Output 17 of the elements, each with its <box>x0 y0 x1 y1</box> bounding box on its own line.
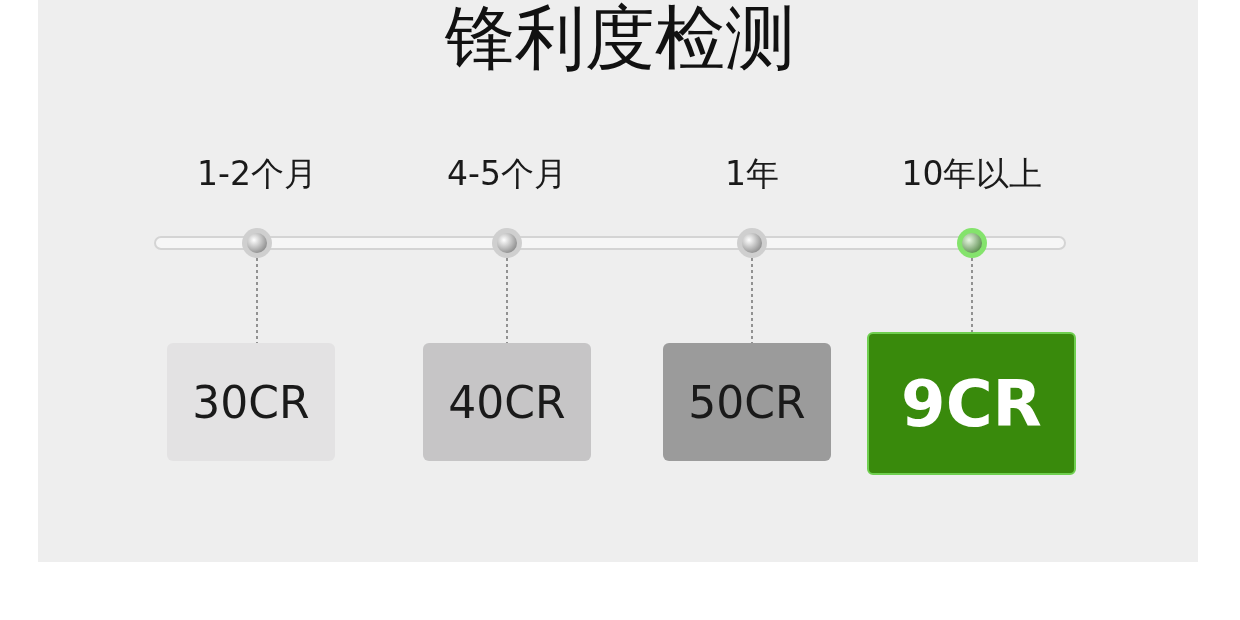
leader-line <box>256 257 258 344</box>
time-label: 1年 <box>725 154 779 194</box>
timeline-dot <box>242 228 272 258</box>
leader-line <box>751 257 753 344</box>
leader-line <box>506 257 508 344</box>
grade-box: 9CR <box>867 332 1076 475</box>
timeline-dot <box>957 228 987 258</box>
title: 锋利度检测 <box>444 0 796 80</box>
time-label: 10年以上 <box>901 154 1043 194</box>
grade-box: 40CR <box>423 343 591 461</box>
grade-box: 30CR <box>167 343 335 461</box>
timeline-dot <box>492 228 522 258</box>
time-label: 1-2个月 <box>197 154 317 194</box>
time-label: 4-5个月 <box>447 154 567 194</box>
leader-line <box>971 257 973 333</box>
grade-box: 50CR <box>663 343 831 461</box>
timeline-dot <box>737 228 767 258</box>
